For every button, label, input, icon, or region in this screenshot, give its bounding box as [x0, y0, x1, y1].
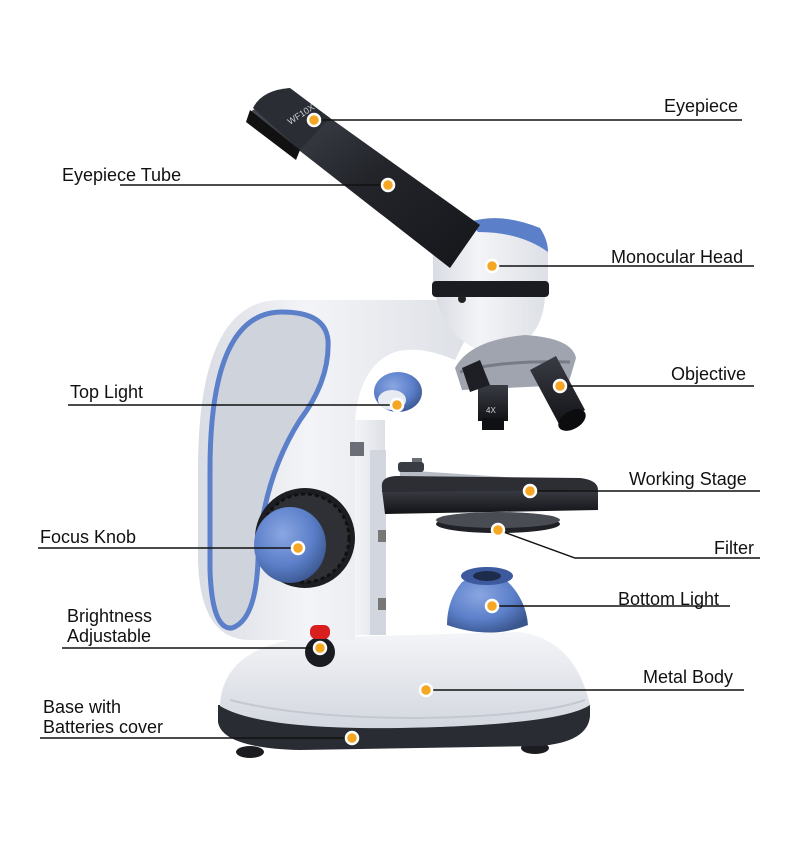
- marker-objective: [552, 378, 568, 394]
- label-metal-body: Metal Body: [643, 667, 734, 687]
- label-top-light: Top Light: [70, 382, 144, 402]
- label-eyepiece: Eyepiece: [664, 96, 739, 116]
- marker-base: [344, 730, 360, 746]
- base: [218, 632, 590, 758]
- bottom-light: [447, 567, 528, 633]
- label-filter: Filter: [714, 538, 754, 558]
- label-focus-knob: Focus Knob: [40, 527, 137, 547]
- arm: [198, 300, 470, 640]
- marker-metal-body: [418, 682, 434, 698]
- label-working-stage: Working Stage: [629, 469, 747, 489]
- marker-brightness: [312, 640, 328, 656]
- objective-marking: 4X: [486, 406, 496, 415]
- marker-working-stage: [522, 483, 538, 499]
- label-eyepiece-tube: Eyepiece Tube: [62, 165, 182, 185]
- leader-lines: [38, 119, 760, 739]
- label-brightness-line1: Brightness: [67, 606, 153, 626]
- marker-bottom-light: [484, 598, 500, 614]
- marker-top-light: [389, 397, 405, 413]
- focus-knob: [254, 488, 355, 588]
- label-base-line1: Base with: [43, 697, 122, 717]
- label-base-line2: Batteries cover: [43, 717, 164, 737]
- label-brightness-line2: Adjustable: [67, 626, 152, 646]
- leader-filter: [497, 529, 760, 559]
- marker-focus-knob: [290, 540, 306, 556]
- marker-eyepiece-tube: [380, 177, 396, 193]
- eyepiece-tube: WF10X: [246, 88, 480, 268]
- label-objective: Objective: [671, 364, 747, 384]
- label-bottom-light: Bottom Light: [618, 589, 720, 609]
- nosepiece: 4X: [455, 335, 586, 431]
- marker-filter: [490, 522, 506, 538]
- marker-monocular-head: [484, 258, 500, 274]
- marker-eyepiece: [306, 112, 322, 128]
- label-monocular-head: Monocular Head: [611, 247, 744, 267]
- markers: [290, 112, 568, 746]
- stage-assembly: [381, 458, 598, 533]
